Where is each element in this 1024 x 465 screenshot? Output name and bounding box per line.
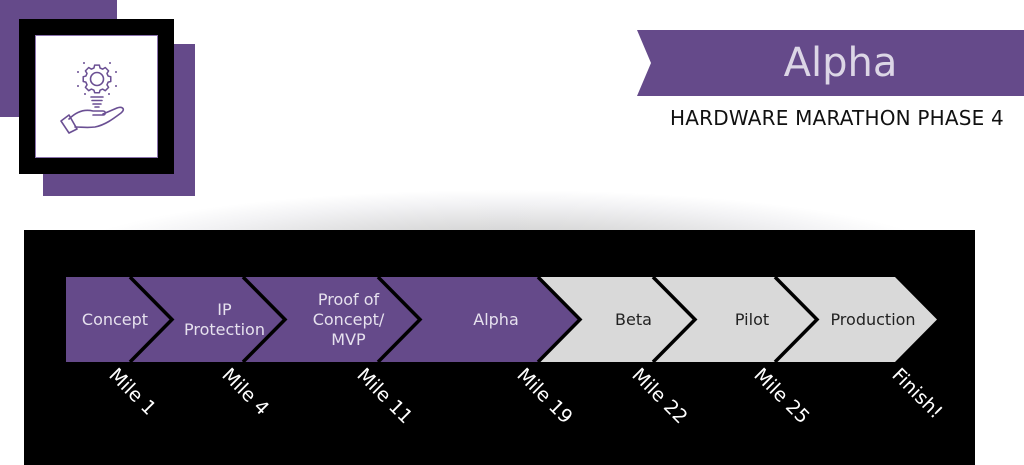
step-label-text: Production [830, 310, 915, 330]
chevron-separator [241, 275, 288, 364]
step-label-line: Proof of [317, 289, 380, 309]
step-label: Beta [580, 277, 687, 362]
icon-tile [35, 35, 158, 158]
chevron-production [775, 277, 937, 362]
step-label-line: Concept/ [312, 309, 385, 329]
step-label-text: Alpha [473, 310, 519, 330]
step-label-line: Concept [81, 309, 149, 329]
chevron-proof-of-concept-mvp [243, 277, 420, 362]
step-label-line: Beta [615, 309, 652, 329]
step-label-text: Concept [82, 310, 148, 330]
chevron-separator [128, 275, 175, 364]
step-label-text: Beta [615, 310, 652, 330]
banner-title: Alpha [783, 40, 898, 86]
step-label: Pilot [695, 277, 809, 362]
chevron-separator [536, 275, 583, 364]
step-label: Production [817, 277, 929, 362]
chevron-separator [773, 275, 820, 364]
chevron-separator [376, 275, 423, 364]
chevron-alpha [378, 277, 580, 362]
hand-lightbulb-gear-icon [59, 61, 124, 134]
chevron-concept [66, 277, 172, 362]
banner-subtitle: HARDWARE MARATHON PHASE 4 [670, 106, 1004, 130]
step-label-line: Alpha [473, 309, 519, 329]
chevron-ip-protection [130, 277, 285, 362]
step-label-text: Pilot [735, 310, 769, 330]
phase-banner: Alpha [637, 30, 1024, 96]
step-label: Concept [66, 277, 164, 362]
chevron-beta [538, 277, 695, 362]
chevron-pilot [653, 277, 817, 362]
chevron-separator [651, 275, 698, 364]
step-label-line: IP [217, 299, 232, 319]
step-label: Alpha [420, 277, 572, 362]
step-label-line: Protection [184, 319, 265, 339]
banner-ribbon [637, 30, 1024, 96]
step-label-line: MVP [331, 329, 366, 349]
step-label-line: Pilot [734, 309, 770, 329]
step-label-line: Production [830, 309, 916, 329]
